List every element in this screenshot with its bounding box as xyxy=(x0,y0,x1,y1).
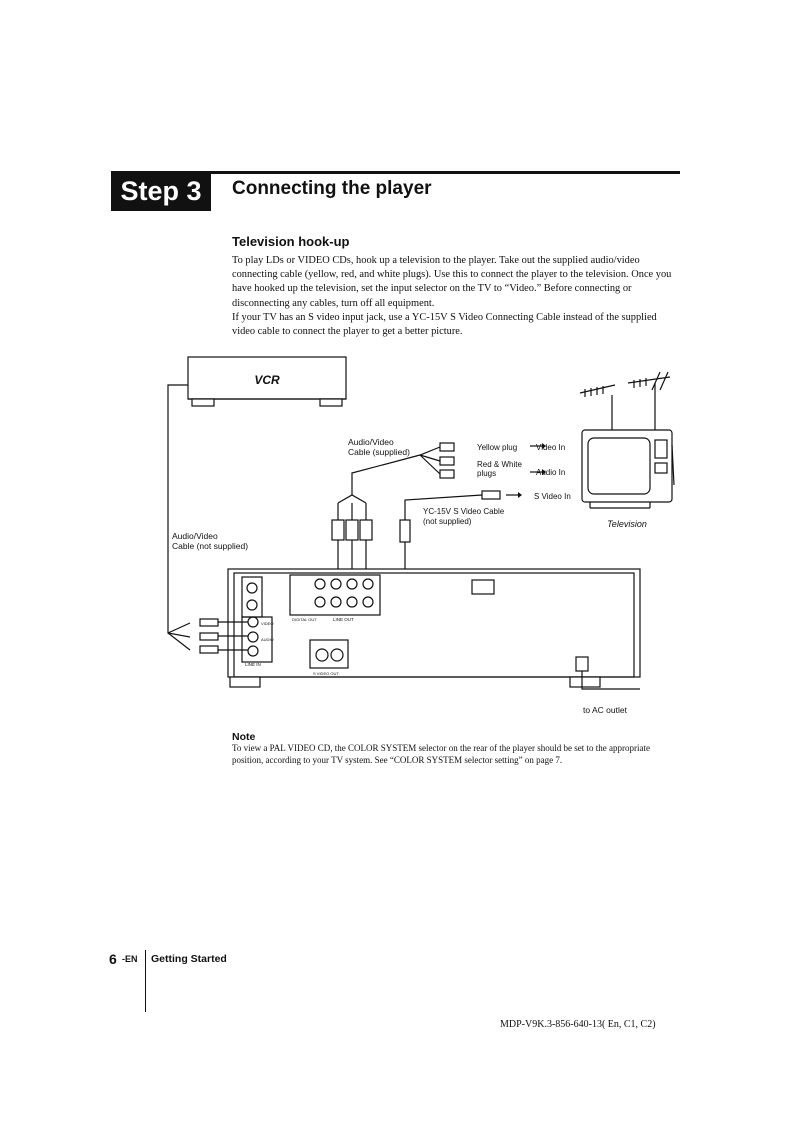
digital-out-label: DIGITAL OUT xyxy=(292,617,317,622)
hookup-diagram: VCR Television Audio/Video Cable (suppli… xyxy=(167,356,675,715)
page-number: 6 xyxy=(109,951,117,967)
s-video-out-label: S VIDEO OUT xyxy=(313,671,339,676)
footer-section-name: Getting Started xyxy=(151,953,227,965)
red-white-plugs-label: plugs xyxy=(477,469,496,478)
audio-in-label: Audio In xyxy=(536,468,565,477)
note-text: To view a PAL VIDEO CD, the COLOR SYSTEM… xyxy=(232,743,650,765)
step-badge: Step 3 xyxy=(111,171,211,211)
tv-label: Television xyxy=(607,519,647,529)
s-video-cable-label: YC-15V S Video Cable xyxy=(423,507,505,516)
intro-text: To play LDs or VIDEO CDs, hook up a tele… xyxy=(232,254,682,339)
av-cable-supplied-label: Audio/Video xyxy=(348,437,394,447)
vcr-unit xyxy=(187,356,347,407)
video-jack-label: VIDEO xyxy=(261,621,273,626)
footer-rule xyxy=(145,950,146,1012)
intro-paragraph: If your TV has an S video input jack, us… xyxy=(232,311,657,338)
line-in-label: LINE IN xyxy=(245,662,261,667)
page-suffix: -EN xyxy=(122,954,138,964)
s-video-in-label: S Video In xyxy=(534,492,571,501)
yellow-plug-label: Yellow plug xyxy=(477,443,517,452)
s-video-cable-label: (not supplied) xyxy=(423,517,472,526)
red-white-plugs-label: Red & White xyxy=(477,460,522,469)
vcr-cable xyxy=(167,384,191,638)
vcr-label: VCR xyxy=(254,373,280,387)
model-code: MDP-V9K.3-856-640-13( En, C1, C2) xyxy=(500,1019,656,1030)
header-rule xyxy=(210,171,680,174)
player-unit xyxy=(227,568,641,690)
av-cable-not-supplied-label: Cable (not supplied) xyxy=(172,541,248,551)
audio-jack-label: AUDIO xyxy=(261,637,274,642)
television-unit xyxy=(579,371,675,509)
line-out-label: LINE OUT xyxy=(333,617,354,622)
intro-paragraph: To play LDs or VIDEO CDs, hook up a tele… xyxy=(232,255,672,309)
av-cable-not-supplied-label: Audio/Video xyxy=(172,531,218,541)
page-title: Connecting the player xyxy=(232,178,432,199)
ac-outlet-label: to AC outlet xyxy=(583,705,628,715)
av-cable-supplied-label: Cable (supplied) xyxy=(348,447,410,457)
note-heading: Note xyxy=(232,731,256,743)
video-in-label: Video In xyxy=(536,443,565,452)
section-heading: Television hook-up xyxy=(232,234,350,249)
